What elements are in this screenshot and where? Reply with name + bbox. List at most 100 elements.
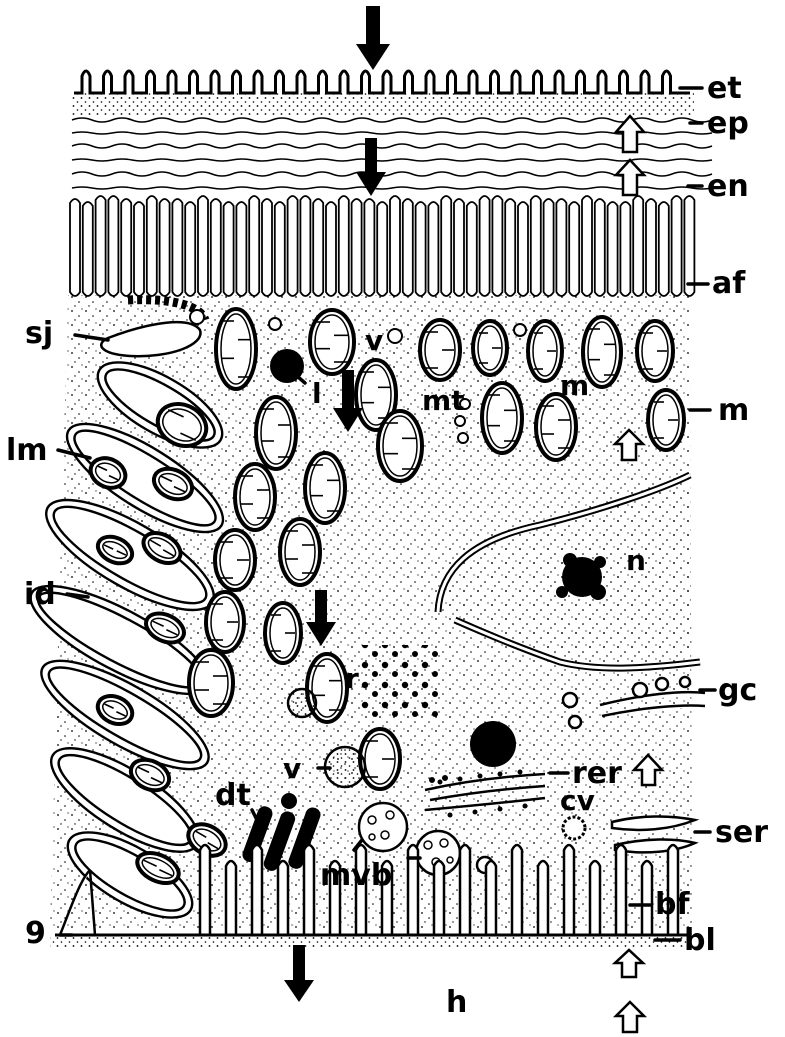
apical-folds xyxy=(70,196,694,296)
apical-fold xyxy=(595,199,605,296)
label-mvb: mvb xyxy=(320,858,392,893)
apical-fold xyxy=(96,196,106,296)
apical-fold xyxy=(275,202,285,296)
apical-fold xyxy=(134,202,144,296)
endocuticle-lamellae xyxy=(72,118,712,189)
apical-fold xyxy=(646,199,656,296)
apical-fold xyxy=(339,196,349,296)
apical-fold xyxy=(262,199,272,296)
apical-fold xyxy=(620,202,630,296)
apical-fold xyxy=(160,199,170,296)
open-arrow-bl xyxy=(615,950,643,977)
label-v-top: v xyxy=(365,324,383,357)
apical-fold xyxy=(659,202,669,296)
basal-fold xyxy=(200,845,210,935)
apical-fold xyxy=(377,202,387,296)
label-ep: ep xyxy=(707,106,749,141)
apical-fold xyxy=(672,196,682,296)
secretory-granule xyxy=(470,721,516,767)
basal-fold xyxy=(460,845,470,935)
mitochondrion xyxy=(378,411,422,481)
apical-fold xyxy=(480,196,490,296)
apical-fold xyxy=(172,199,182,296)
apical-fold xyxy=(352,199,362,296)
basal-fold xyxy=(226,861,236,935)
apical-fold xyxy=(147,196,157,296)
apical-fold xyxy=(83,202,93,296)
label-mt: mt xyxy=(422,384,465,417)
apical-fold xyxy=(300,196,310,296)
mitochondrion xyxy=(235,464,275,530)
mitochondrion xyxy=(360,729,400,789)
apical-fold xyxy=(492,196,502,296)
apical-fold xyxy=(249,196,259,296)
label-r: r xyxy=(345,662,359,695)
label-id: id xyxy=(24,577,56,612)
apical-fold xyxy=(556,199,566,296)
label-v-low: v xyxy=(283,752,301,785)
apical-fold xyxy=(582,196,592,296)
mitochondrion xyxy=(216,309,256,389)
apical-fold xyxy=(313,199,323,296)
basal-fold xyxy=(642,861,652,935)
apical-fold xyxy=(608,202,618,296)
label-bl: bl xyxy=(684,923,716,958)
lamella-line xyxy=(72,144,712,148)
apical-fold xyxy=(467,202,477,296)
label-h: h xyxy=(446,985,467,1020)
label-bf: bf xyxy=(655,887,690,922)
label-g: 9 xyxy=(25,916,46,951)
mitochondrion xyxy=(482,383,522,453)
label-dt: dt xyxy=(215,778,251,813)
mitochondrion xyxy=(305,453,345,523)
basal-fold xyxy=(512,845,522,935)
lamella-line xyxy=(72,159,712,161)
apical-fold xyxy=(198,196,208,296)
apical-fold xyxy=(211,199,221,296)
apical-fold xyxy=(531,196,541,296)
basal-fold xyxy=(616,845,626,935)
apical-fold xyxy=(544,199,554,296)
mitochondrion xyxy=(637,321,673,381)
apical-fold xyxy=(121,199,131,296)
label-lm: lm xyxy=(6,433,48,468)
apical-fold xyxy=(441,196,451,296)
basal-fold xyxy=(590,861,600,935)
apical-fold xyxy=(505,199,515,296)
basal-fold xyxy=(252,845,262,935)
apical-fold xyxy=(633,196,643,296)
apical-fold xyxy=(454,199,464,296)
label-en: en xyxy=(707,169,749,204)
apical-fold xyxy=(569,202,579,296)
apical-fold xyxy=(108,196,118,296)
mitochondrion xyxy=(473,321,507,375)
tubercle-row xyxy=(74,71,690,93)
apical-fold xyxy=(416,202,426,296)
lamella-line xyxy=(72,118,712,122)
mitochondrion xyxy=(265,603,301,663)
epicuticle-tubercles xyxy=(74,71,690,93)
mitochondrion xyxy=(189,650,233,716)
apical-fold xyxy=(684,196,694,296)
apical-fold xyxy=(236,202,246,296)
mitochondrion xyxy=(280,519,320,585)
apical-fold xyxy=(403,199,413,296)
apical-fold xyxy=(185,202,195,296)
apical-fold xyxy=(518,202,528,296)
apical-fold xyxy=(428,202,438,296)
basal-fold xyxy=(486,861,496,935)
basal-fold xyxy=(564,845,574,935)
label-l: l xyxy=(312,377,322,410)
label-af: af xyxy=(712,266,746,301)
mitochondrion xyxy=(536,394,576,460)
label-cv: cv xyxy=(560,784,595,817)
nucleolus xyxy=(556,553,606,600)
apical-fold xyxy=(288,196,298,296)
epicuticle-band xyxy=(72,92,694,116)
lamella-line xyxy=(72,187,712,189)
label-sj: sj xyxy=(25,316,53,351)
mitochondrion xyxy=(310,310,354,374)
solid-arrow-bottom xyxy=(284,945,314,1002)
apical-fold xyxy=(364,199,374,296)
